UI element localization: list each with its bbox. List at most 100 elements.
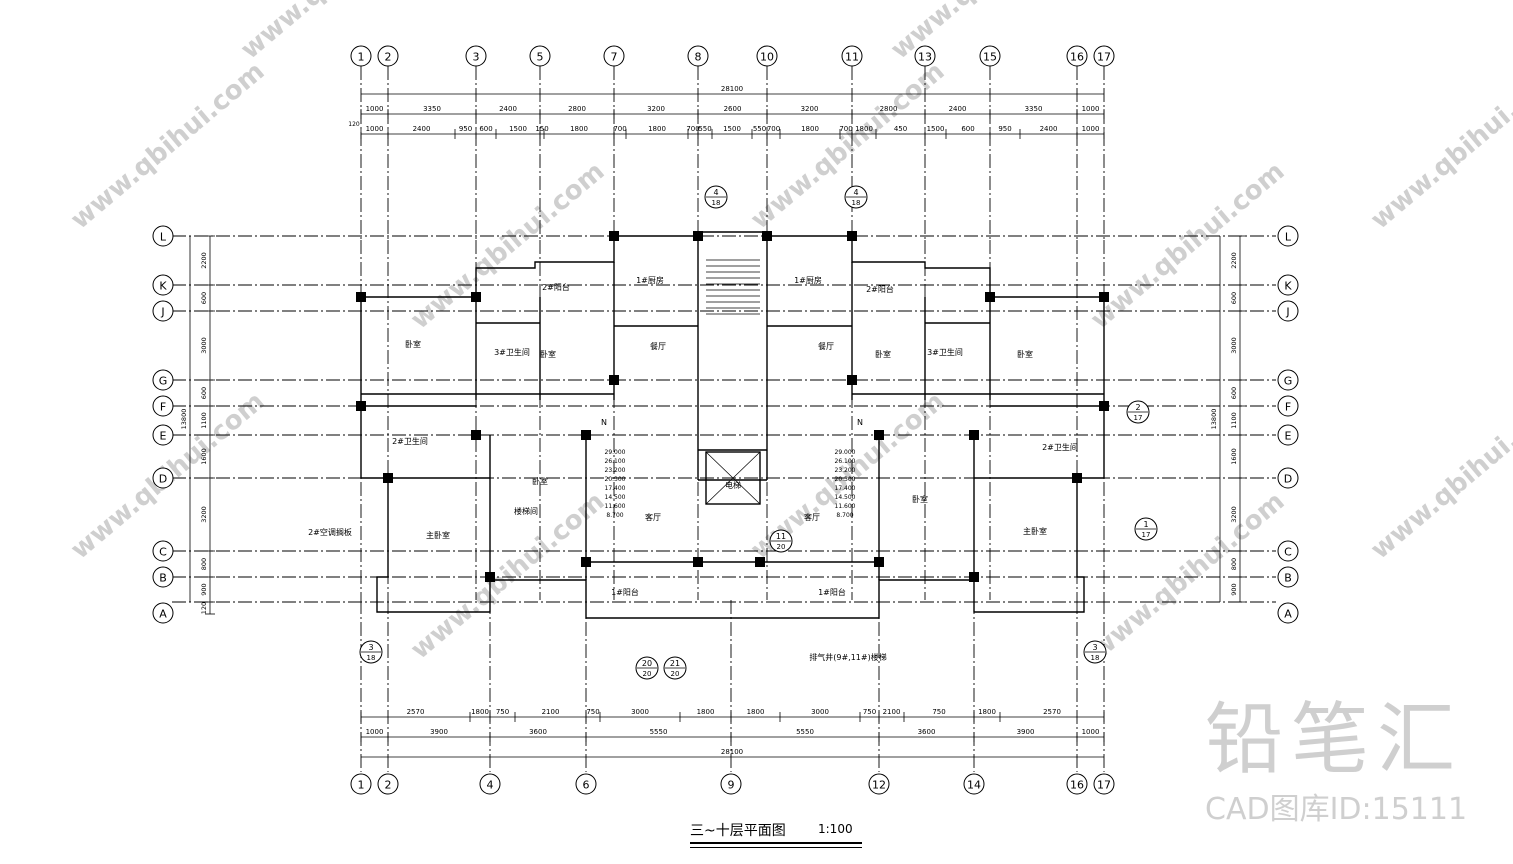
elevation-right: 17.400 <box>835 485 856 492</box>
top-axis-bubble-label: 2 <box>385 51 392 64</box>
left-dim-label: 900 <box>200 583 208 595</box>
structural-column <box>383 473 393 483</box>
elevation-right: 14.500 <box>835 494 856 501</box>
room-label: 卧室 <box>405 339 421 349</box>
top-dim-row1-label: 2600 <box>724 105 742 113</box>
top-dim-row2-label: 1500 <box>927 125 945 133</box>
drawing-title: 三~十层平面图 <box>690 823 786 839</box>
top-dim-row2-label: 700 <box>839 125 852 133</box>
left-row-bubble-circle <box>152 300 174 322</box>
structural-column <box>847 231 857 241</box>
structural-column <box>485 572 495 582</box>
overall-bottom-label: 28100 <box>721 748 743 756</box>
structural-column <box>1099 292 1109 302</box>
room-label: 餐厅 <box>818 342 834 351</box>
left-row-bubble-label: C <box>159 546 167 559</box>
detail-ref-sheet: 17 <box>1134 414 1143 422</box>
bottom-dim-row2-label: 1000 <box>1082 728 1100 736</box>
left-dim-label: 800 <box>200 558 208 570</box>
structural-column <box>581 430 591 440</box>
bottom-dim-row1-label: 1800 <box>978 708 996 716</box>
left-row-bubble-circle <box>152 602 174 624</box>
right-row-bubble-label: F <box>1285 401 1291 414</box>
room-label: 3#卫生间 <box>927 347 963 357</box>
room-label: 1#厨房 <box>636 275 664 285</box>
bottom-dim-row1-label: 750 <box>586 708 599 716</box>
room-label: 卧室 <box>532 476 548 486</box>
right-row-bubble-circle <box>1277 566 1299 588</box>
watermark-text: www.qbihui.com <box>1365 56 1513 235</box>
top-dim-row2-label: 450 <box>894 125 907 133</box>
top-axis-bubble-label: 15 <box>983 51 997 64</box>
elevation-left: 8.700 <box>606 512 623 519</box>
right-dim-label: 600 <box>1230 387 1238 399</box>
brand-name: 铅笔汇 <box>1205 695 1464 785</box>
top-dim-row2-label: 950 <box>459 125 472 133</box>
room-label: 1#厨房 <box>794 275 822 285</box>
bottom-dim-row2-label: 3900 <box>1017 728 1035 736</box>
detail-ref-number: 21 <box>670 659 680 668</box>
structural-column <box>693 557 703 567</box>
structural-column <box>609 231 619 241</box>
left-row-bubble-label: D <box>159 473 167 486</box>
watermark-text: www.qbihui.com <box>1085 486 1290 665</box>
bottom-axis-bubble-label: 2 <box>385 779 392 792</box>
bottom-dim-row1-label: 2100 <box>883 708 901 716</box>
brand-id-label: CAD图库ID:15111 <box>1205 792 1468 827</box>
top-axis-bubble-label: 16 <box>1070 51 1084 64</box>
bottom-axis-bubble-circle <box>963 773 985 795</box>
watermark-text: www.qbihui.com <box>1365 386 1513 565</box>
title-underline <box>690 842 862 848</box>
room-label: 2#空调搁板 <box>308 527 352 537</box>
bottom-dim-row2-label: 3900 <box>430 728 448 736</box>
room-label: 卧室 <box>875 349 891 359</box>
bottom-dim-row2-label: 5550 <box>796 728 814 736</box>
bottom-dim-row1-label: 3000 <box>811 708 829 716</box>
elevation-right: 23.200 <box>835 467 856 474</box>
structural-column <box>969 572 979 582</box>
right-dim-label: 600 <box>1230 292 1238 304</box>
right-dim-label: 2200 <box>1230 252 1238 269</box>
bottom-dim-row1-label: 1800 <box>471 708 489 716</box>
bottom-axis-bubble-label: 4 <box>487 779 494 792</box>
right-dim-label: 3200 <box>1230 506 1238 523</box>
top-dim-row1-label: 3350 <box>423 105 441 113</box>
detail-ref-sheet: 20 <box>643 670 652 678</box>
top-axis-bubble-circle <box>465 45 487 67</box>
room-label: 客厅 <box>645 512 661 522</box>
top-dim-row1-label: 2800 <box>568 105 586 113</box>
bottom-axis-bubble-label: 1 <box>358 779 365 792</box>
detail-ref-sheet: 18 <box>367 654 376 662</box>
bottom-axis-bubble-label: 6 <box>583 779 590 792</box>
top-axis-bubble-circle <box>979 45 1001 67</box>
detail-ref-number: 4 <box>853 188 858 197</box>
structural-column <box>471 430 481 440</box>
right-row-bubble-label: A <box>1284 608 1292 621</box>
structural-column <box>762 231 772 241</box>
left-row-bubble-circle <box>152 467 174 489</box>
detail-ref-sheet: 17 <box>1142 531 1151 539</box>
elevator-cross <box>705 451 761 505</box>
bottom-dim-row2-label: 3600 <box>918 728 936 736</box>
structural-column <box>1099 401 1109 411</box>
right-row-bubble-label: B <box>1284 572 1292 585</box>
bottom-dim-row1-label: 2570 <box>1043 708 1061 716</box>
top-axis-bubble-label: 3 <box>473 51 480 64</box>
structural-column <box>609 375 619 385</box>
top-axis-bubble-circle <box>687 45 709 67</box>
detail-ref-number: 4 <box>713 188 718 197</box>
top-axis-bubble-label: 10 <box>760 51 774 64</box>
room-label: 卧室 <box>1017 349 1033 359</box>
top-axis-bubble-label: 17 <box>1097 51 1111 64</box>
left-dim-label: 600 <box>200 387 208 399</box>
bottom-dim-row1-label: 3000 <box>631 708 649 716</box>
elevation-right: 20.300 <box>835 476 856 483</box>
left-row-bubble-label: A <box>159 608 167 621</box>
bottom-axis-bubble-circle <box>720 773 742 795</box>
top-axis-bubble-label: 7 <box>611 51 618 64</box>
watermark-text: www.qbihui.com <box>65 56 270 235</box>
left-dim-label: 3000 <box>200 337 208 354</box>
bottom-axis-bubble-circle <box>350 773 372 795</box>
top-dim-row2-label: 1800 <box>648 125 666 133</box>
